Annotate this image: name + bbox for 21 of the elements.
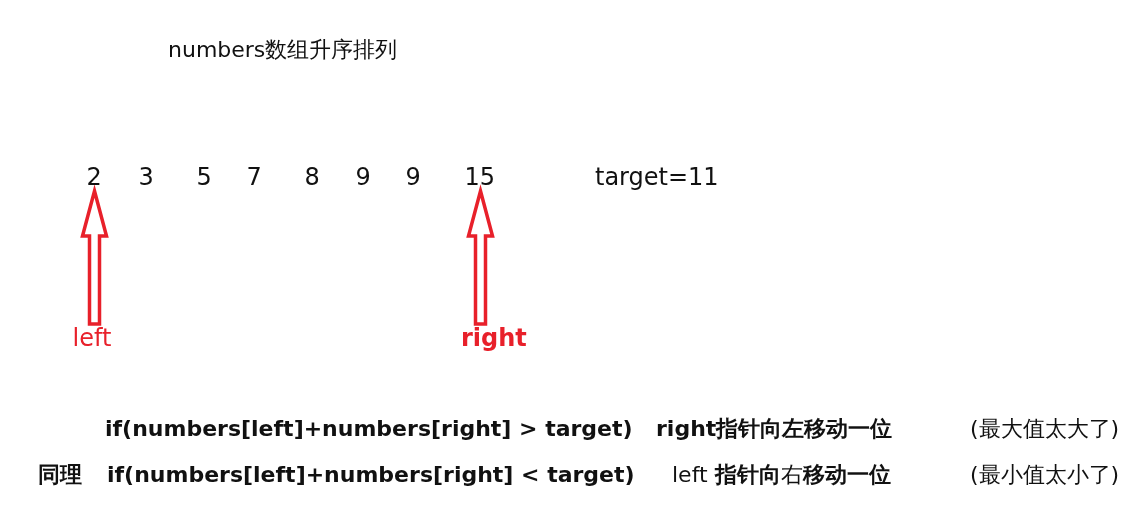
array-value: 15 — [464, 165, 496, 189]
array-value: 8 — [304, 165, 320, 189]
array-value: 7 — [246, 165, 262, 189]
array-value: 2 — [86, 165, 102, 189]
condition-text: if(numbers[left]+numbers[right] > target) — [105, 418, 633, 440]
note-text: (最小值太小了) — [970, 464, 1120, 486]
pointer-label: right — [461, 326, 527, 350]
prefix-text: 同理 — [38, 464, 82, 486]
action-text: left 指针向右移动一位 — [672, 464, 891, 486]
pointer-label: left — [72, 326, 112, 350]
array-value: 9 — [405, 165, 421, 189]
array-value: 3 — [138, 165, 154, 189]
target-label: target=11 — [595, 165, 719, 189]
condition-text: if(numbers[left]+numbers[right] < target) — [107, 464, 635, 486]
block-arrow — [466, 184, 495, 326]
array-value: 9 — [355, 165, 371, 189]
block-arrow — [80, 184, 109, 326]
array-value: 5 — [196, 165, 212, 189]
title: numbers数组升序排列 — [168, 39, 398, 61]
note-text: (最大值太大了) — [970, 418, 1120, 440]
action-text: right指针向左移动一位 — [656, 418, 893, 440]
